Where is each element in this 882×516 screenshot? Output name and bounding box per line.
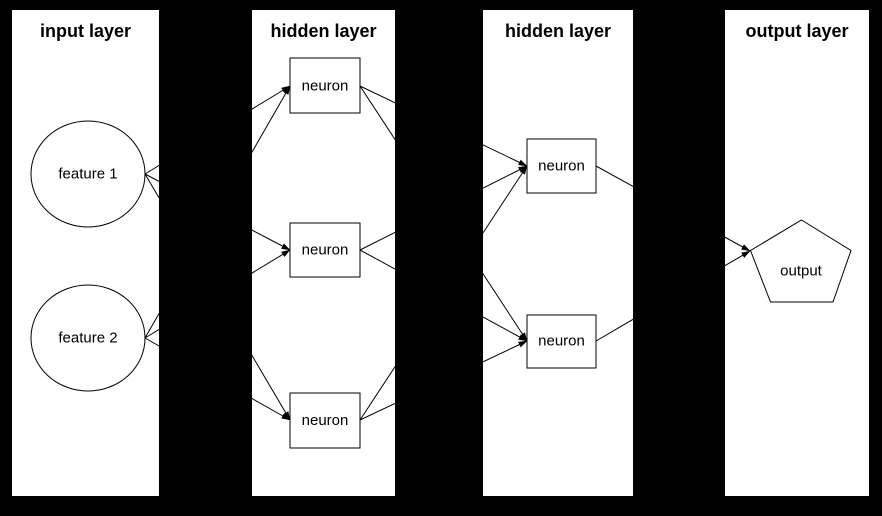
panel-title-hidden-layer-2: hidden layer bbox=[505, 21, 611, 41]
edge-h1n2-h2n2 bbox=[359, 249, 528, 342]
edge-feature2-h1n2 bbox=[144, 249, 291, 339]
output-label: output bbox=[780, 263, 823, 280]
hidden2-neuron1-box bbox=[526, 138, 597, 194]
hidden1-neuron3-label: neuron bbox=[302, 412, 349, 429]
panel-hidden-layer-2: hidden layer bbox=[483, 10, 633, 496]
feature-2-label: feature 2 bbox=[58, 330, 117, 347]
hidden2-neuron2-box bbox=[526, 314, 597, 369]
hidden2-neuron2-label: neuron bbox=[538, 333, 585, 350]
hidden1-neuron2-label: neuron bbox=[302, 242, 349, 259]
feature-1-label: feature 1 bbox=[58, 166, 117, 183]
edge-h1n3-h2n2 bbox=[359, 340, 528, 421]
node-output: output bbox=[749, 219, 852, 303]
edge-feature1-h1n1 bbox=[144, 85, 291, 175]
edge-feature2-h1n3 bbox=[144, 337, 291, 421]
hidden1-neuron2-box bbox=[289, 222, 361, 278]
node-feature-2: feature 2 bbox=[30, 284, 146, 392]
hidden1-neuron1-box bbox=[289, 57, 361, 114]
edges bbox=[144, 85, 751, 421]
panel-input-layer-rect bbox=[12, 10, 159, 496]
node-hidden1-neuron3: neuron bbox=[289, 392, 361, 449]
edge-h1n3-h2n1 bbox=[359, 165, 528, 421]
panel-title-output-layer: output layer bbox=[745, 21, 848, 41]
node-hidden2-neuron1: neuron bbox=[526, 138, 597, 194]
output-pentagon bbox=[749, 219, 852, 303]
hidden2-neuron1-label: neuron bbox=[538, 158, 585, 175]
edge-h2n2-output bbox=[595, 250, 751, 342]
hidden1-neuron3-box bbox=[289, 392, 361, 449]
edge-h1n2-h2n1 bbox=[359, 165, 528, 251]
edge-feature2-h1n1 bbox=[144, 85, 291, 339]
panel-input-layer: input layer bbox=[12, 10, 159, 496]
edge-h1n1-h2n2 bbox=[359, 85, 528, 342]
panel-hidden-layer-2-rect bbox=[483, 10, 633, 496]
panel-title-input-layer: input layer bbox=[40, 21, 131, 41]
edge-h1n1-h2n1 bbox=[359, 85, 528, 167]
node-feature-1: feature 1 bbox=[30, 120, 146, 228]
hidden1-neuron1-label: neuron bbox=[302, 78, 349, 95]
edge-feature1-h1n3 bbox=[144, 173, 291, 421]
feature-2-ellipse bbox=[30, 284, 146, 392]
node-hidden2-neuron2: neuron bbox=[526, 314, 597, 369]
feature-1-ellipse bbox=[30, 120, 146, 228]
edge-h2n1-output bbox=[595, 165, 751, 252]
node-hidden1-neuron1: neuron bbox=[289, 57, 361, 114]
node-hidden1-neuron2: neuron bbox=[289, 222, 361, 278]
panel-title-hidden-layer-1: hidden layer bbox=[270, 21, 376, 41]
